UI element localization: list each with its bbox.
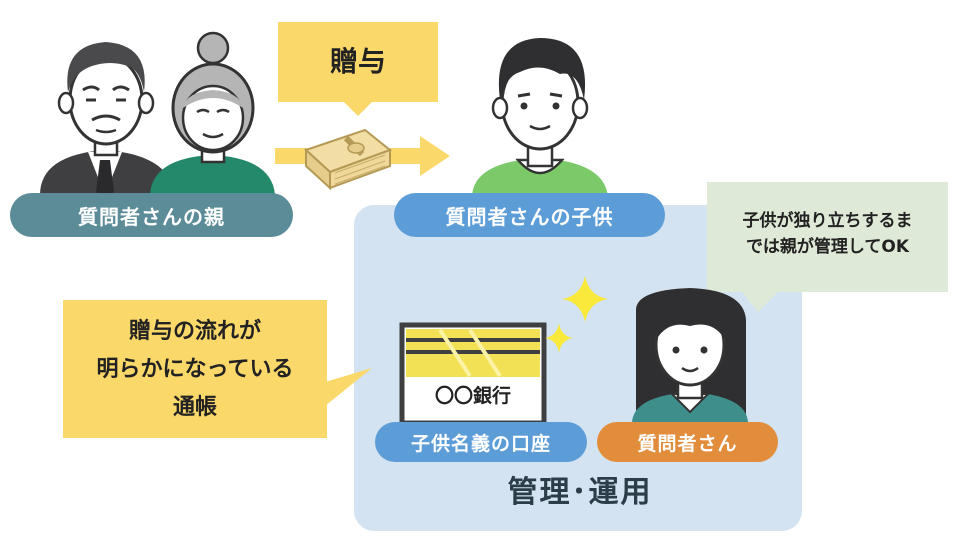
passbook-bubble xyxy=(63,300,372,438)
passbook-line-1: 贈与の流れが xyxy=(128,319,261,344)
advice-bubble-text: 子供が独り立ちするま では親が管理してOK xyxy=(707,208,948,260)
passbook-line-2: 明らかになっている xyxy=(96,357,294,382)
child-figure xyxy=(472,38,608,198)
gift-bubble-label: 贈与 xyxy=(329,45,386,78)
bank-name: 〇〇銀行 xyxy=(434,385,511,407)
sparkle-icon xyxy=(545,276,608,353)
account-label: 子供名義の口座 xyxy=(375,422,587,462)
advice-line-2: では親が管理してOK xyxy=(745,237,910,257)
money-stack-icon xyxy=(304,128,393,191)
passbook-line-3: 通帳 xyxy=(172,395,217,420)
asker-label: 質問者さん xyxy=(597,422,778,462)
gift-bubble xyxy=(278,22,438,116)
grandfather-figure xyxy=(40,42,175,198)
parents-label: 質問者さんの親 xyxy=(10,193,293,237)
grandmother-figure xyxy=(150,31,275,195)
asker-figure xyxy=(632,288,748,422)
manage-caption: 管理･運用 xyxy=(507,475,653,510)
passbook-bubble-text: 贈与の流れが 明らかになっている 通帳 xyxy=(63,313,327,427)
bank-passbook-icon xyxy=(399,322,547,426)
advice-bubble xyxy=(707,182,948,312)
advice-line-1: 子供が独り立ちするま xyxy=(742,211,913,231)
child-label: 質問者さんの子供 xyxy=(394,193,665,237)
